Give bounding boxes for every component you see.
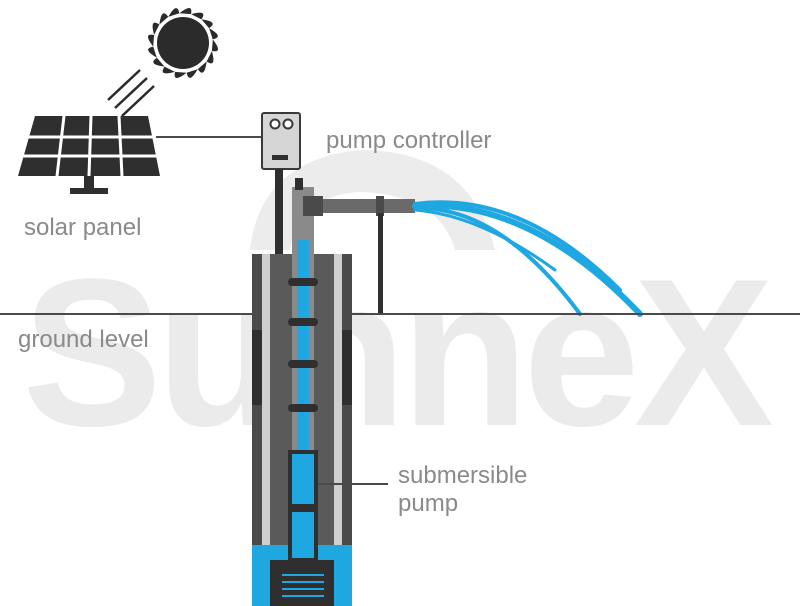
submersible-pump-label-line1: submersible (398, 462, 528, 489)
pipe-joint (288, 278, 318, 286)
sun-ray (152, 22, 160, 35)
solar-panel-icon (18, 115, 160, 194)
sun-icon (107, 7, 219, 117)
sun-ray (147, 34, 155, 47)
watermark-text: SunneX (22, 235, 773, 470)
ground-level-label: ground level (18, 326, 149, 353)
sun-ray (159, 13, 169, 25)
sun-ray (148, 46, 157, 58)
sun-ray (186, 69, 198, 78)
sun-ray (209, 28, 218, 40)
solar-panel-label: solar panel (24, 214, 142, 241)
submersible-pump-label-line2: pump (398, 490, 459, 517)
sun-ray (211, 39, 219, 52)
sun-ray (201, 19, 213, 29)
pipe-joints (288, 278, 318, 412)
water-stream (412, 200, 643, 317)
sun-ray (206, 51, 214, 64)
sun-ray (179, 7, 192, 15)
pipe-joint (288, 318, 318, 326)
sun-ray (191, 12, 204, 20)
sun-ray (168, 8, 180, 17)
outlet-pipe (303, 196, 415, 314)
pump-controller-icon (261, 112, 301, 170)
sun-ray (174, 71, 187, 79)
controller-cable (275, 169, 283, 259)
submersible-pump-label: submersible pump (398, 462, 558, 518)
sun-ray (162, 66, 175, 74)
watermark-logo: SunneX (22, 150, 779, 470)
pump-controller-label: pump controller (326, 127, 492, 154)
submersible-pump-icon (282, 450, 324, 597)
sun-ray (197, 61, 207, 73)
sun-ray (153, 57, 165, 67)
pipe-joint (288, 360, 318, 368)
pipe-joint (288, 404, 318, 412)
